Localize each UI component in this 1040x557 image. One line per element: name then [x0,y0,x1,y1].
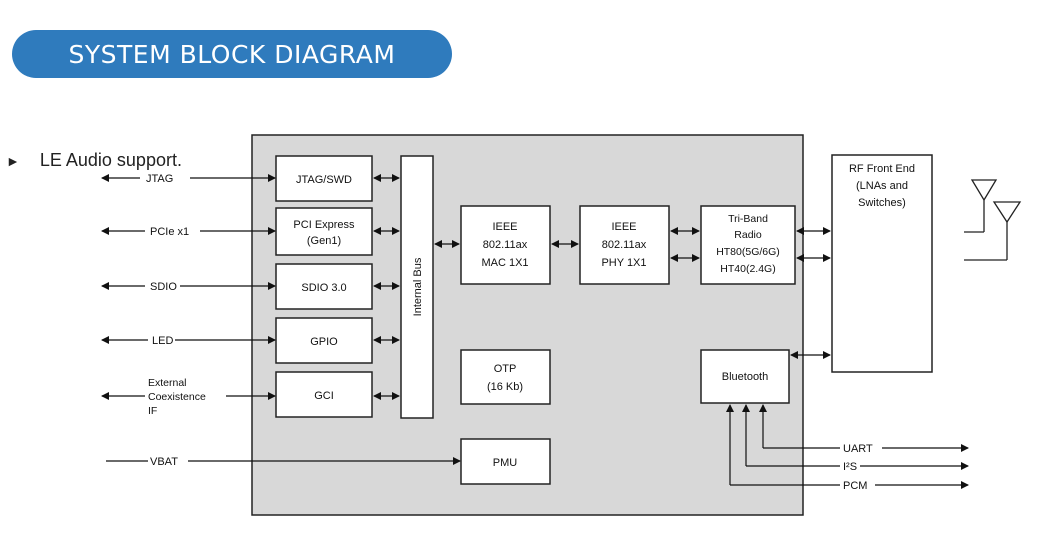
radio-block-label-1: Tri-Band [728,213,768,225]
gci-block-label: GCI [314,390,334,402]
rf-block-label-2: (LNAs and [856,180,908,192]
signal-label-external-1: External [148,377,187,389]
rf-front-end-block: RF Front End (LNAs and Switches) [831,154,933,373]
bullet-marker-icon: ► [6,152,20,169]
rf-block-label-3: Switches) [858,197,906,209]
pcie-block-label-2: (Gen1) [307,235,341,247]
bluetooth-block: Bluetooth [700,349,790,404]
signal-label-i2s: I²S [843,461,857,473]
page-title-banner: SYSTEM BLOCK DIAGRAM [12,30,452,78]
antenna-icon [964,179,1022,261]
sdio-block-label: SDIO 3.0 [301,282,346,294]
internal-bus-label: Internal Bus [412,257,424,316]
feature-bullet: ► LE Audio support. [6,150,182,171]
left-signal-lines [101,174,461,465]
phy-block-label-1: IEEE [611,221,636,233]
signal-label-vbat: VBAT [150,456,178,468]
pmu-block: PMU [460,438,551,485]
pcie-block: PCI Express (Gen1) [275,207,373,256]
signal-label-jtag: JTAG [146,173,173,185]
bluetooth-block-label: Bluetooth [722,371,768,383]
gpio-block-label: GPIO [310,336,338,348]
radio-block: Tri-Band Radio HT80(5G/6G) HT40(2.4G) [700,205,796,285]
otp-block-label-2: (16 Kb) [487,381,523,393]
signal-label-pcm: PCM [843,480,867,492]
radio-block-label-3: HT80(5G/6G) [716,246,780,258]
jtag-block-label: JTAG/SWD [296,174,352,186]
radio-block-label-2: Radio [734,229,762,241]
signal-label-sdio: SDIO [150,281,177,293]
bus-connection-lines [373,174,831,400]
jtag-block: JTAG/SWD [275,155,373,202]
signal-label-external-2: Coexistence [148,391,206,403]
internal-bus-block: Internal Bus [400,155,434,419]
feature-bullet-text: LE Audio support. [39,150,182,170]
gpio-block: GPIO [275,317,373,364]
mac-block-label-1: IEEE [492,221,517,233]
pmu-block-label: PMU [493,457,518,469]
phy-block-label-3: PHY 1X1 [601,257,646,269]
rf-block-label-1: RF Front End [849,163,915,175]
otp-block-label-1: OTP [494,363,517,375]
sdio-block: SDIO 3.0 [275,263,373,310]
signal-label-uart: UART [843,443,873,455]
mac-block-label-3: MAC 1X1 [481,257,528,269]
gci-block: GCI [275,371,373,418]
signal-label-external-3: IF [148,405,157,417]
page-title: SYSTEM BLOCK DIAGRAM [68,39,396,69]
otp-block: OTP (16 Kb) [460,349,551,405]
bluetooth-signal-lines [726,404,969,489]
radio-block-label-4: HT40(2.4G) [720,263,775,275]
signal-label-led: LED [152,335,173,347]
phy-block: IEEE 802.11ax PHY 1X1 [579,205,670,285]
phy-block-label-2: 802.11ax [602,239,647,251]
pcie-block-label-1: PCI Express [293,219,355,231]
mac-block: IEEE 802.11ax MAC 1X1 [460,205,551,285]
signal-label-pcie: PCIe x1 [150,226,189,238]
mac-block-label-2: 802.11ax [483,239,528,251]
